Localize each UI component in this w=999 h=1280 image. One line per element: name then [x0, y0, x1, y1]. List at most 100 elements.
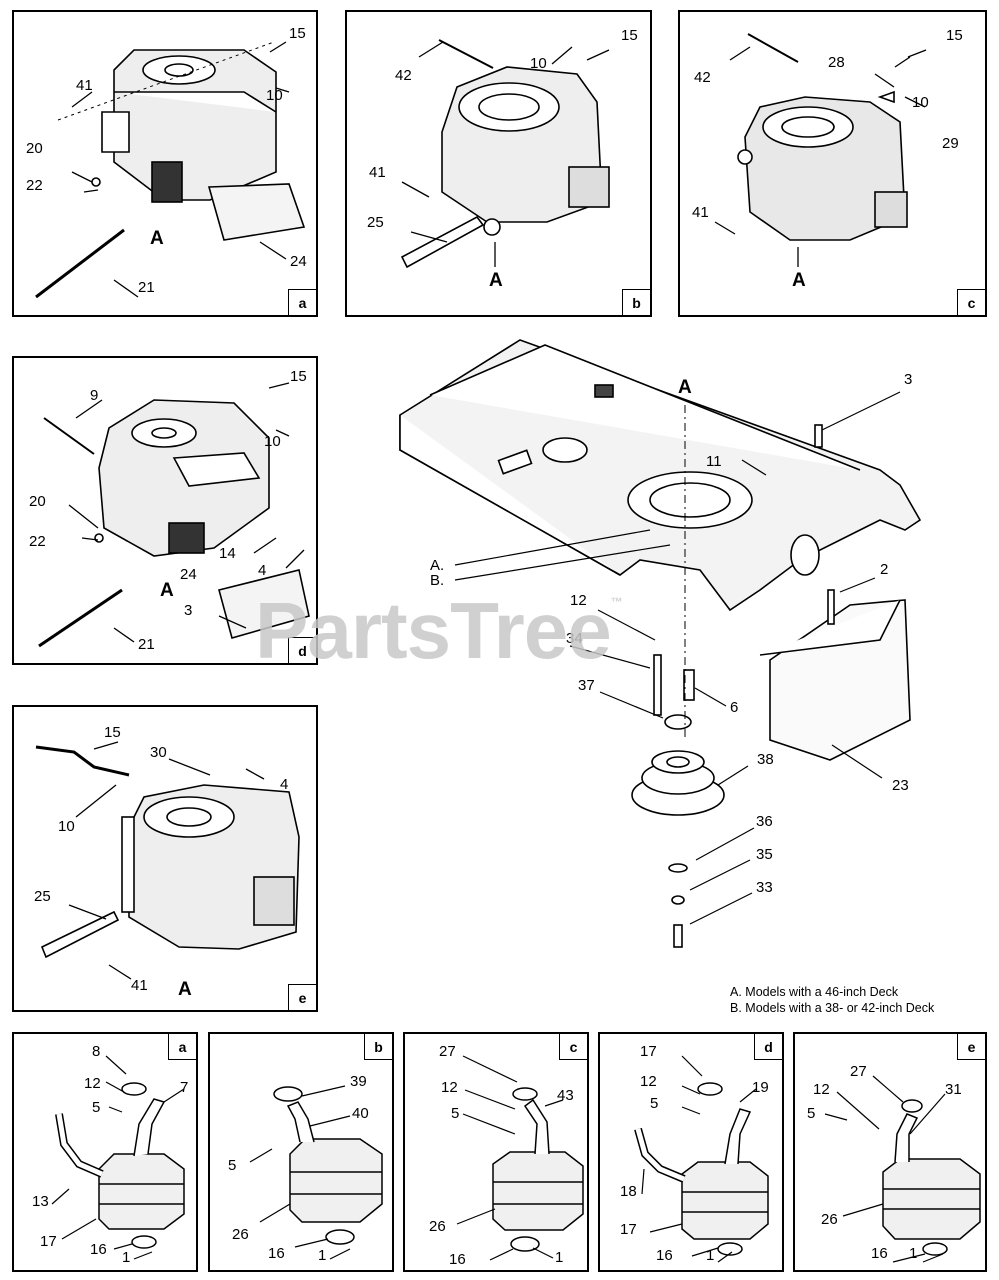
- muffler-e-label-26: 26: [821, 1211, 838, 1228]
- engine-c-label-42: 42: [694, 69, 711, 86]
- engine-d-label-3: 3: [184, 602, 192, 619]
- engine-panel-a: 15 41 10 20 22 24 21 A a: [12, 10, 318, 317]
- frame-label-6: 6: [730, 699, 738, 716]
- muffler-d-label-16: 16: [656, 1247, 673, 1264]
- muffler-e-drawing: 27 12 5 31 26 16 1: [807, 1063, 981, 1263]
- muffler-c-label-5: 5: [451, 1105, 459, 1122]
- muffler-c-label-16: 16: [449, 1251, 466, 1268]
- frame-label-35: 35: [756, 846, 773, 863]
- engine-e-label-4: 4: [280, 776, 288, 793]
- engine-a-ref-A: A: [150, 228, 164, 249]
- muffler-c-drawing: 27 12 43 5 26 16 1: [429, 1043, 584, 1268]
- engine-e-label-15: 15: [104, 724, 121, 741]
- muffler-d-drawing: 17 12 19 5 18 17 16 1: [620, 1043, 769, 1264]
- engine-d-label-22: 22: [29, 533, 46, 550]
- engine-d-label-15: 15: [290, 368, 307, 385]
- muffler-d-label-19: 19: [752, 1079, 769, 1096]
- engine-a-label-41: 41: [76, 77, 93, 94]
- engine-c-label-29: 29: [942, 135, 959, 152]
- muffler-e-label-5: 5: [807, 1105, 815, 1122]
- muffler-b-tag: b: [364, 1034, 392, 1060]
- muffler-e-tag: e: [957, 1034, 985, 1060]
- engine-e-label-25: 25: [34, 888, 51, 905]
- note-a: A. Models with a 46-inch Deck: [730, 985, 899, 999]
- muffler-d-label-17b: 17: [620, 1221, 637, 1238]
- engine-c-ref-A: A: [792, 270, 806, 291]
- engine-a-label-20: 20: [26, 140, 43, 157]
- muffler-e-label-16: 16: [871, 1245, 888, 1262]
- engine-b-label-41: 41: [369, 164, 386, 181]
- engine-c-label-28: 28: [828, 54, 845, 71]
- engine-e-ref-A: A: [178, 979, 192, 1000]
- muffler-panel-d: 17 12 19 5 18 17 16 1 d: [598, 1032, 784, 1272]
- engine-a-label-15: 15: [289, 25, 306, 42]
- engine-d-ref-A: A: [160, 580, 174, 601]
- muffler-c-label-12: 12: [441, 1079, 458, 1096]
- frame-label-34: 34: [566, 630, 583, 647]
- engine-b-label-42: 42: [395, 67, 412, 84]
- muffler-a-label-8: 8: [92, 1043, 100, 1060]
- engine-d-tag: d: [288, 637, 316, 663]
- muffler-a-tag: a: [168, 1034, 196, 1060]
- engine-c-tag: c: [957, 289, 985, 315]
- engine-a-label-21: 21: [138, 279, 155, 296]
- engine-a-drawing: 15 41 10 20 22 24 21 A: [26, 25, 307, 299]
- muffler-a-label-16: 16: [90, 1241, 107, 1258]
- watermark: PartsTree™: [255, 585, 623, 677]
- frame-label-33: 33: [756, 879, 773, 896]
- muffler-b-label-1: 1: [318, 1247, 326, 1264]
- muffler-panel-e: 27 12 5 31 26 16 1 e: [793, 1032, 987, 1272]
- engine-b-label-25: 25: [367, 214, 384, 231]
- engine-d-label-14: 14: [219, 545, 236, 562]
- frame-label-36: 36: [756, 813, 773, 830]
- deck-notes: A. Models with a 46-inch Deck B. Models …: [730, 984, 934, 1016]
- engine-d-label-21: 21: [138, 636, 155, 653]
- engine-b-label-10: 10: [530, 55, 547, 72]
- muffler-c-label-43: 43: [557, 1087, 574, 1104]
- engine-c-label-10: 10: [912, 94, 929, 111]
- muffler-panel-b: 39 40 5 26 16 1 b: [208, 1032, 394, 1272]
- frame-label-37: 37: [578, 677, 595, 694]
- muffler-d-tag: d: [754, 1034, 782, 1060]
- engine-b-ref-A: A: [489, 270, 503, 291]
- muffler-a-label-1: 1: [122, 1249, 130, 1266]
- muffler-panel-a: 8 12 7 5 13 17 16 1 a: [12, 1032, 198, 1272]
- muffler-e-label-12: 12: [813, 1081, 830, 1098]
- muffler-d-label-18: 18: [620, 1183, 637, 1200]
- muffler-b-label-40: 40: [352, 1105, 369, 1122]
- muffler-b-label-26: 26: [232, 1226, 249, 1243]
- engine-panel-c: 42 28 15 10 29 41 A c: [678, 10, 987, 317]
- frame-label-12: 12: [570, 592, 587, 609]
- engine-panel-e: 15 30 4 10 25 41 A e: [12, 705, 318, 1012]
- muffler-panel-c: 27 12 43 5 26 16 1 c: [403, 1032, 589, 1272]
- muffler-a-label-17: 17: [40, 1233, 57, 1250]
- engine-e-label-30: 30: [150, 744, 167, 761]
- engine-b-drawing: 42 10 15 41 25 A: [367, 27, 638, 291]
- muffler-b-label-39: 39: [350, 1073, 367, 1090]
- engine-d-label-4: 4: [258, 562, 266, 579]
- engine-d-label-9: 9: [90, 387, 98, 404]
- engine-c-label-15: 15: [946, 27, 963, 44]
- engine-c-drawing: 42 28 15 10 29 41 A: [692, 27, 963, 291]
- muffler-d-label-12: 12: [640, 1073, 657, 1090]
- engine-d-label-10: 10: [264, 433, 281, 450]
- engine-a-label-10: 10: [266, 87, 283, 104]
- engine-d-label-20: 20: [29, 493, 46, 510]
- frame-label-11: 11: [706, 453, 722, 470]
- frame-label-23: 23: [892, 777, 909, 794]
- note-b: B. Models with a 38- or 42-inch Deck: [730, 1001, 935, 1015]
- muffler-e-label-31: 31: [945, 1081, 962, 1098]
- muffler-b-label-16: 16: [268, 1245, 285, 1262]
- muffler-a-label-13: 13: [32, 1193, 49, 1210]
- engine-a-label-22: 22: [26, 177, 43, 194]
- watermark-tm: ™: [610, 595, 623, 609]
- engine-b-label-15: 15: [621, 27, 638, 44]
- engine-e-tag: e: [288, 984, 316, 1010]
- frame-label-3: 3: [904, 371, 912, 388]
- muffler-c-tag: c: [559, 1034, 587, 1060]
- frame-line-A: A.: [430, 557, 444, 574]
- muffler-e-label-1: 1: [909, 1245, 917, 1262]
- engine-a-tag: a: [288, 289, 316, 315]
- engine-c-label-41: 41: [692, 204, 709, 221]
- frame-label-38: 38: [757, 751, 774, 768]
